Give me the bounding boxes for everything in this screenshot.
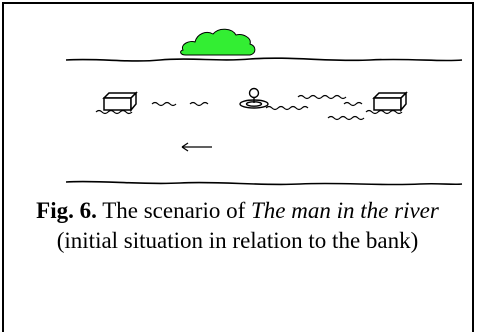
caption-title: The man in the river <box>251 198 439 223</box>
figure-label: Fig. 6. <box>36 198 97 223</box>
caption-text-end: (initial situation in relation to the ba… <box>56 228 419 253</box>
water-waves <box>95 94 403 121</box>
caption-text: The scenario of <box>96 198 252 223</box>
bush-icon <box>180 28 256 56</box>
man-icon <box>239 87 269 109</box>
river-scene <box>65 28 463 186</box>
upper-bank-line <box>65 57 463 62</box>
figure-caption: Fig. 6. The scenario of The man in the r… <box>4 196 471 256</box>
current-arrow-icon <box>181 142 212 152</box>
left-box-icon <box>102 91 138 113</box>
right-box-icon <box>372 91 408 113</box>
lower-bank-line <box>65 180 463 186</box>
